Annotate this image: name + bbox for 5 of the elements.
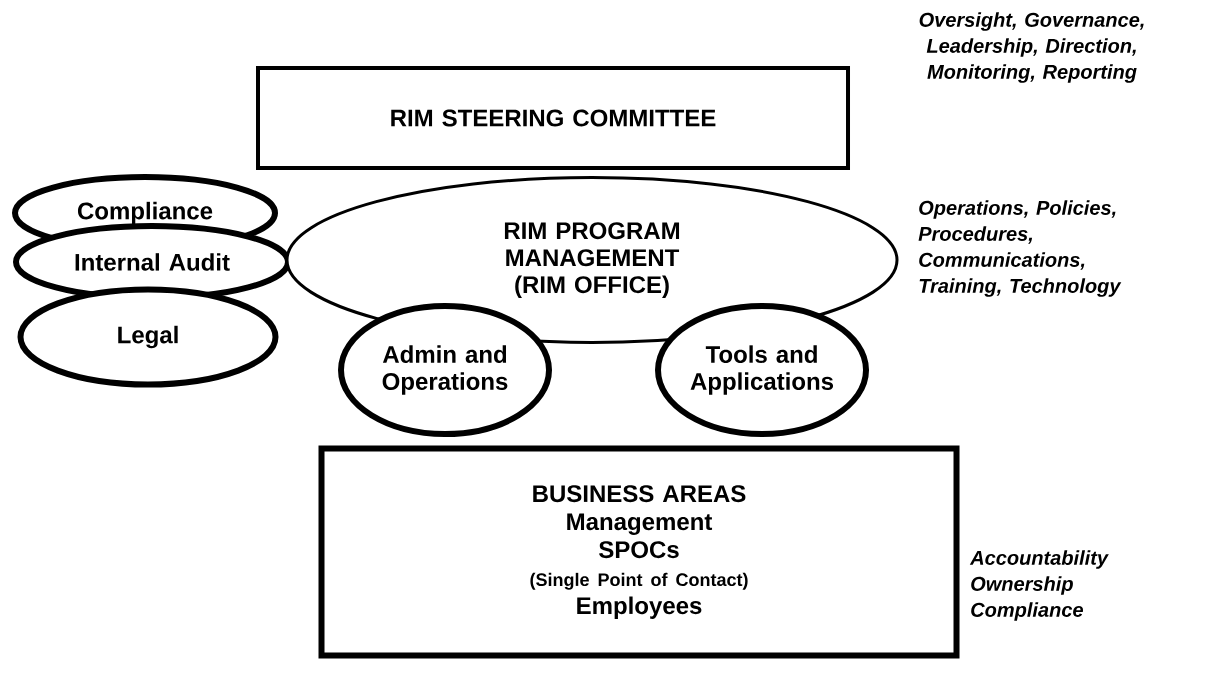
role-note: Operations, Policies, Procedures, Communications, Training, Technology [918,200,1122,297]
committee-box: RIM STEERING COMMITTEE [256,66,850,170]
business-areas-box: BUSINESS AREAS Management SPOCs (Single Point of Contact) Employees [318,445,960,659]
role-note: Oversight, Governance, Leadership, Direction, Monitoring, Reporting [919,12,1144,83]
role-note: Accountability Ownership Compliance [969,550,1109,621]
